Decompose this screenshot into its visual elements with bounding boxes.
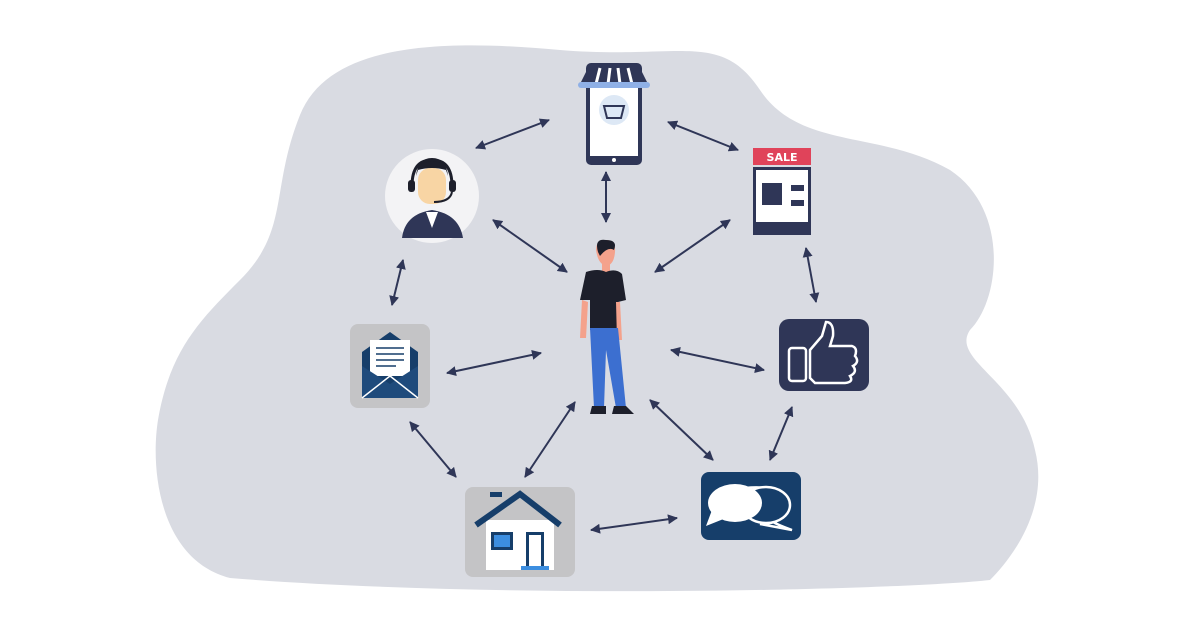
- headset-agent-icon: [385, 149, 479, 243]
- envelope-letter-icon: [350, 324, 430, 408]
- chat-bubbles-icon: [701, 472, 801, 540]
- arrow-person-home: [524, 401, 576, 478]
- arrow-social-like-chat: [768, 406, 794, 461]
- arrow-person-social-like: [670, 347, 765, 373]
- arrow-home-chat: [590, 514, 678, 534]
- arrow-support-agent-email: [389, 259, 406, 306]
- person-illustration: [580, 239, 634, 414]
- arrow-sale-kiosk-social-like: [802, 247, 820, 303]
- arrow-person-chat: [649, 399, 714, 461]
- thumbs-up-icon: [779, 319, 869, 391]
- arrow-sale-kiosk-person: [654, 219, 731, 273]
- house-icon: [465, 487, 575, 577]
- arrow-email-home: [409, 421, 457, 478]
- arrow-support-agent-mobile-shop: [475, 118, 550, 150]
- connection-arrows: [389, 118, 820, 534]
- arrow-support-agent-person: [492, 219, 568, 273]
- sale-display-icon: SALE: [753, 148, 811, 235]
- arrow-email-person: [446, 349, 542, 377]
- sale-label: SALE: [767, 151, 798, 164]
- arrow-mobile-shop-sale-kiosk: [667, 120, 739, 152]
- mobile-shop-icon: [578, 63, 650, 165]
